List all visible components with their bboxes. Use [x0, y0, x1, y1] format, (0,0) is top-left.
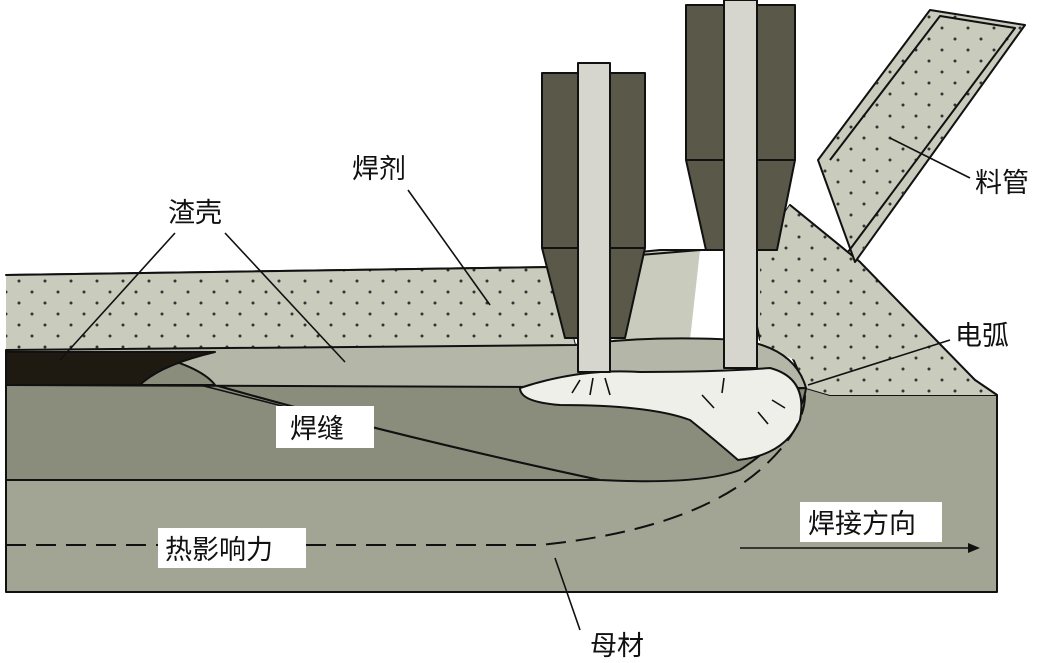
- label-flux: 焊剂: [352, 154, 406, 185]
- flux-layer: [5, 204, 998, 396]
- label-haz: 热影响力: [165, 535, 273, 566]
- left-torch: [541, 62, 646, 373]
- haz-label-bg: [158, 528, 306, 568]
- direction-arrow: [740, 543, 980, 553]
- label-feed-tube: 料管: [975, 168, 1029, 199]
- label-slag: 渣壳: [168, 198, 222, 229]
- label-base-metal: 母材: [590, 631, 644, 662]
- feed-tube: [817, 9, 1026, 263]
- direction-label-bg: [800, 502, 942, 542]
- slag-crust: [5, 351, 216, 386]
- label-welding-direction: 焊接方向: [808, 509, 916, 540]
- weld-label-bg: [276, 406, 374, 448]
- right-torch: [685, 0, 796, 369]
- label-weld: 焊缝: [290, 414, 344, 445]
- label-arc: 电弧: [955, 321, 1009, 352]
- haz-boundary: [6, 394, 806, 546]
- leader-lines: [59, 137, 971, 631]
